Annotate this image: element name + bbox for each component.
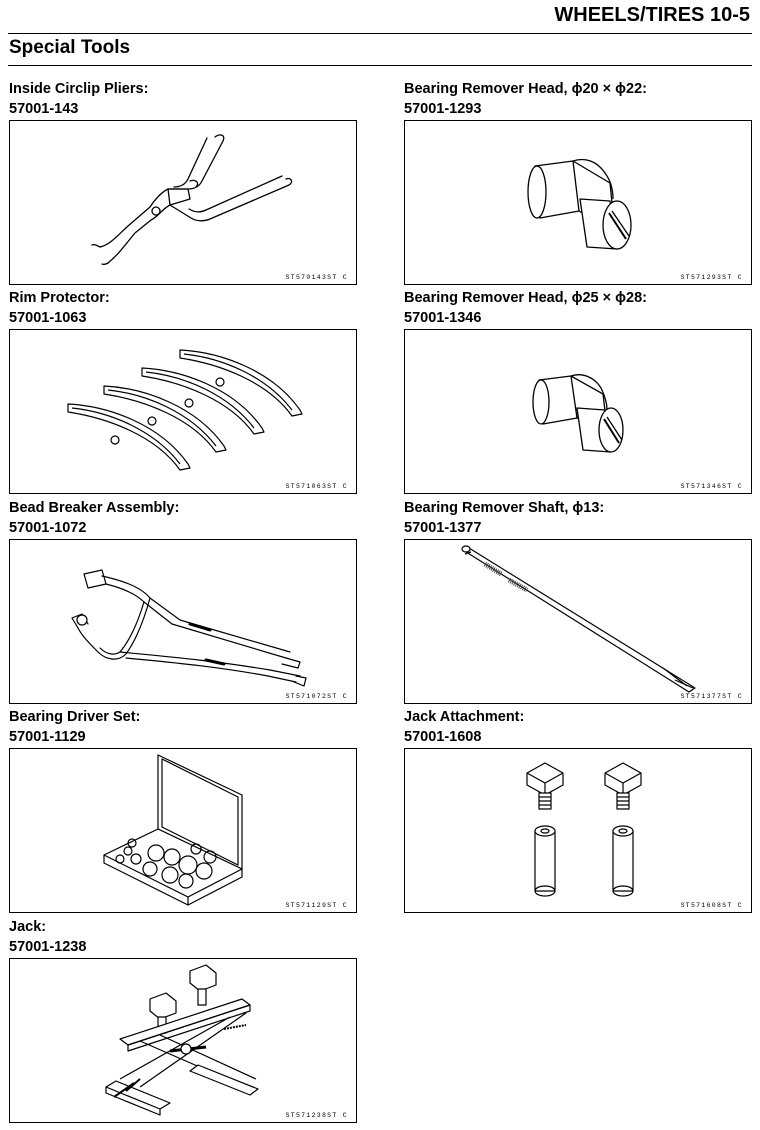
tool-part-number: 57001-1346: [404, 310, 482, 326]
tool-part-number: 57001-1063: [9, 310, 87, 326]
tool-inside-circlip-pliers: Inside Circlip Pliers: 57001-143 ST57014…: [9, 79, 357, 285]
tool-illustration-frame: ST571608ST C: [404, 748, 752, 913]
circlip-pliers-icon: [91, 134, 293, 266]
tool-name: Jack:: [9, 919, 47, 935]
tool-bearing-remover-head-25x28: Bearing Remover Head, ϕ25 × ϕ28: 57001-1…: [404, 288, 752, 494]
tool-part-number: 57001-143: [9, 101, 79, 117]
tool-illustration-frame: ST570143ST C: [9, 120, 357, 285]
bead-breaker-icon: [71, 569, 307, 687]
tool-part-number: 57001-1129: [9, 729, 86, 745]
tool-part-number: 57001-1608: [404, 729, 482, 745]
section-divider: [8, 65, 752, 66]
tool-name: Bearing Remover Head, ϕ25 × ϕ28:: [404, 290, 647, 306]
illustration-code: ST571346ST C: [680, 483, 743, 490]
illustration-code: ST571238ST C: [285, 1112, 348, 1119]
tool-illustration-frame: ST571072ST C: [9, 539, 357, 704]
tool-illustration-frame: ST571063ST C: [9, 329, 357, 494]
bearing-remover-head-icon: [527, 158, 632, 250]
illustration-code: ST571063ST C: [285, 483, 348, 490]
jack-icon: [105, 964, 259, 1116]
illustration-code: ST571293ST C: [680, 274, 743, 281]
illustration-code: ST571129ST C: [285, 902, 348, 909]
illustration-code: ST571377ST C: [680, 693, 743, 700]
bearing-remover-shaft-icon: [461, 545, 696, 693]
tool-jack-attachment: Jack Attachment: 57001-1608: [404, 707, 752, 913]
tool-rim-protector: Rim Protector: 57001-1063: [9, 288, 357, 494]
tool-bearing-driver-set: Bearing Driver Set: 57001-1129 ST571129S…: [9, 707, 357, 913]
tool-name: Inside Circlip Pliers:: [9, 81, 149, 97]
tool-name: Rim Protector:: [9, 290, 110, 306]
header-divider: [8, 33, 752, 34]
tool-part-number: 57001-1377: [404, 520, 482, 536]
tool-illustration-frame: ST571377ST C: [404, 539, 752, 704]
rim-protector-icon: [67, 349, 303, 471]
tool-jack: Jack: 57001-1238 ST571238ST C: [9, 917, 357, 1123]
tool-illustration-frame: ST571346ST C: [404, 329, 752, 494]
illustration-code: ST571608ST C: [680, 902, 743, 909]
bearing-remover-head-icon: [532, 374, 624, 453]
tool-name: Bearing Driver Set:: [9, 709, 141, 725]
tool-name: Jack Attachment:: [404, 709, 525, 725]
section-title: Special Tools: [9, 37, 131, 58]
page-header-title: WHEELS/TIRES 10-5: [554, 4, 750, 26]
tool-illustration-frame: ST571129ST C: [9, 748, 357, 913]
bearing-driver-set-icon: [103, 754, 243, 906]
tool-name: Bearing Remover Head, ϕ20 × ϕ22:: [404, 81, 647, 97]
tool-part-number: 57001-1293: [404, 101, 482, 117]
tool-illustration-frame: ST571238ST C: [9, 958, 357, 1123]
jack-attachment-icon: [526, 762, 642, 897]
illustration-code: ST571072ST C: [285, 693, 348, 700]
tool-part-number: 57001-1238: [9, 939, 87, 955]
tool-bearing-remover-shaft: Bearing Remover Shaft, ϕ13: 57001-1377 S…: [404, 498, 752, 704]
tool-name: Bead Breaker Assembly:: [9, 500, 180, 516]
tool-part-number: 57001-1072: [9, 520, 87, 536]
tool-name: Bearing Remover Shaft, ϕ13:: [404, 500, 605, 516]
tool-illustration-frame: ST571293ST C: [404, 120, 752, 285]
tool-bearing-remover-head-20x22: Bearing Remover Head, ϕ20 × ϕ22: 57001-1…: [404, 79, 752, 285]
illustration-code: ST570143ST C: [285, 274, 348, 281]
tool-bead-breaker-assembly: Bead Breaker Assembly: 57001-1072 ST5710…: [9, 498, 357, 704]
